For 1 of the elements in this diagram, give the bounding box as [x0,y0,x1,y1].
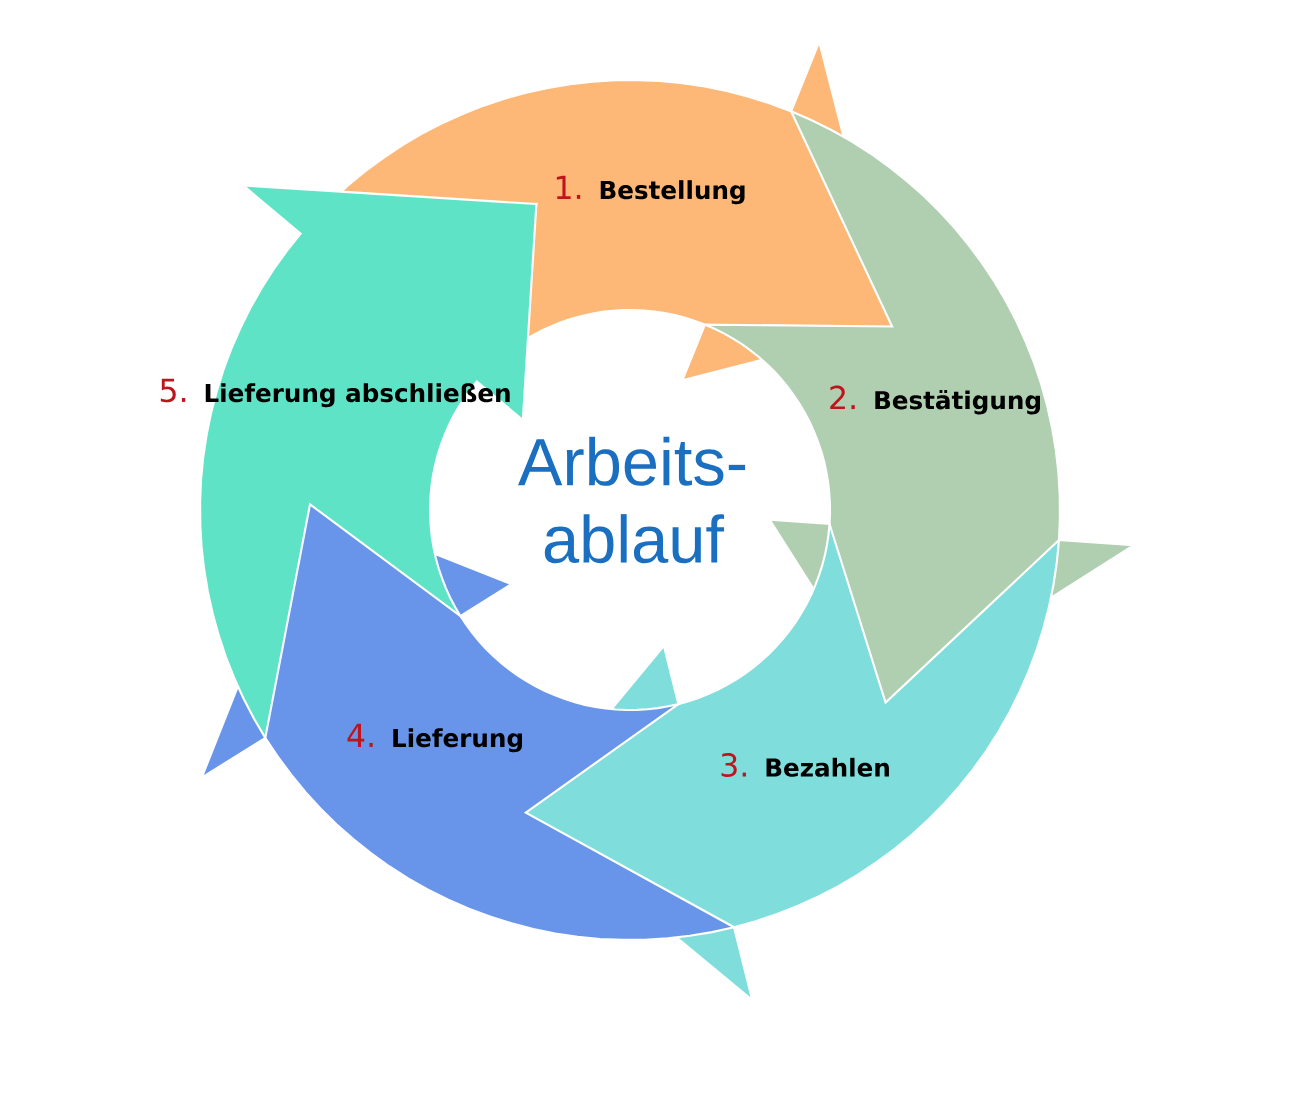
node-label: 5. [160,378,186,403]
